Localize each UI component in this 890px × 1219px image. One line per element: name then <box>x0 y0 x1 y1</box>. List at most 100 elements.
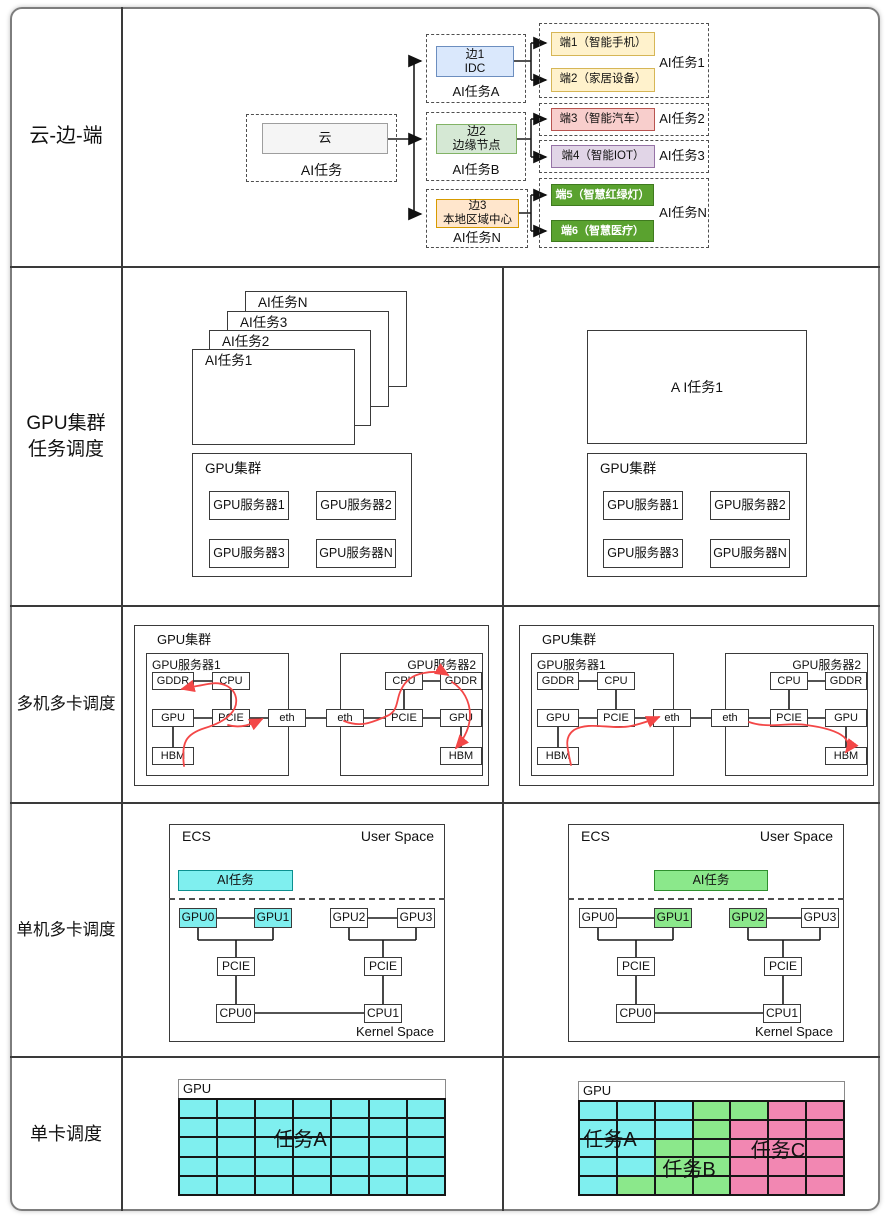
mm-cluster-right: GPU集群 <box>519 625 874 786</box>
end-group-n-label: AI任务N <box>659 205 707 221</box>
gpu-grid-cell <box>579 1101 617 1120</box>
gpu-grid-cell <box>692 1101 731 1120</box>
eth-chip: eth <box>653 709 691 727</box>
edge-group-c-label: AI任务N <box>453 230 501 246</box>
gpu-grid-cell <box>654 1138 693 1158</box>
gpu-grid-cell <box>255 1175 293 1195</box>
pcie-chip: PCIE <box>212 709 250 727</box>
gpu-chip: GPU <box>537 709 579 727</box>
gpu-grid-cell <box>616 1119 655 1139</box>
task-a-label-right: 任务A <box>583 1128 637 1151</box>
gpu-grid-cell <box>255 1156 293 1176</box>
gpu-grid-cell <box>654 1176 693 1195</box>
gpu-grid-cell <box>692 1119 731 1139</box>
edge2-box: 边2 边缘节点 <box>436 124 517 154</box>
gpu-grid-right <box>578 1100 845 1196</box>
gpu-grid-cell <box>579 1157 617 1177</box>
edge3-title: 边3 <box>468 200 487 213</box>
cpu-chip: CPU <box>385 672 423 690</box>
row-divider-1 <box>10 266 880 268</box>
cloud-group-label: AI任务 <box>300 161 343 178</box>
gpu-grid-cell <box>369 1156 407 1176</box>
gpu-grid-cell <box>806 1101 844 1120</box>
gpu-grid-cell <box>768 1138 807 1158</box>
gpu-grid-cell <box>407 1137 445 1157</box>
gpu-grid-cell <box>654 1119 693 1139</box>
gpu-chip: GPU <box>440 709 482 727</box>
gpu3-left: GPU3 <box>397 908 435 928</box>
gddr-chip: GDDR <box>537 672 579 690</box>
row-divider-3 <box>10 802 880 804</box>
eth-chip: eth <box>711 709 749 727</box>
gpu-grid-cell <box>806 1119 844 1139</box>
row-header-single-card: 单卡调度 <box>30 1124 102 1145</box>
task-c-label-right: 任务C <box>750 1139 806 1162</box>
gpu-grid-cell <box>806 1138 844 1158</box>
cpu-chip: CPU <box>597 672 635 690</box>
task-card-1: AI任务1 <box>192 349 355 445</box>
pcie-chip: PCIE <box>770 709 808 727</box>
end1-box: 端1（智能手机） <box>551 32 655 56</box>
gpu-grid-cell <box>654 1101 693 1120</box>
gpu3-right: GPU3 <box>801 908 839 928</box>
gpu1-right: GPU1 <box>654 908 692 928</box>
gpu2-left: GPU2 <box>330 908 368 928</box>
kernel-space-right-label: Kernel Space <box>754 1024 833 1039</box>
gpu-grid-cell <box>331 1175 369 1195</box>
gpu-grid-cell <box>179 1099 217 1119</box>
kernel-space-left-label: Kernel Space <box>355 1024 434 1039</box>
gpu-grid-left <box>178 1098 446 1196</box>
hbm-chip: HBM <box>825 747 867 765</box>
gpu0-left: GPU0 <box>179 908 217 928</box>
gpu-grid-cell <box>369 1099 407 1119</box>
gpu-grid-cell <box>806 1176 844 1195</box>
gpu-chip: GPU <box>152 709 194 727</box>
task-card-3-label: AI任务3 <box>240 315 288 330</box>
gpu-cluster-left: GPU集群 <box>192 453 412 577</box>
gddr-chip: GDDR <box>152 672 194 690</box>
gpu-grid-cell <box>369 1175 407 1195</box>
end-group-1-label: AI任务1 <box>659 55 705 71</box>
row-header-gpu-cluster-line2: 任务调度 <box>27 438 104 460</box>
gddr-chip: GDDR <box>825 672 867 690</box>
edge3-box: 边3 本地区域中心 <box>436 199 519 228</box>
user-space-left-label: User Space <box>360 828 434 844</box>
gpu-grid-cell <box>407 1118 445 1138</box>
row-header-cloud-edge-end: 云-边-端 <box>29 125 103 147</box>
gpu-grid-cell <box>179 1175 217 1195</box>
gpu-grid-cell <box>255 1118 293 1138</box>
gpu-grid-cell <box>331 1156 369 1176</box>
mm-server1-right-title: GPU服务器1 <box>537 658 606 672</box>
gpu-grid-cell <box>616 1138 655 1158</box>
gpu-cluster-left-title: GPU集群 <box>205 461 262 476</box>
pcie-left-1: PCIE <box>217 957 255 976</box>
edge1-title: 边1 <box>465 46 485 61</box>
cpu-chip: CPU <box>770 672 808 690</box>
gpu-grid-cell <box>217 1137 255 1157</box>
gpu-grid-cell <box>407 1099 445 1119</box>
gpu-server-2-right: GPU服务器2 <box>710 491 790 520</box>
mm-cluster-left: GPU集群 <box>134 625 489 786</box>
ai-task-right: AI任务 <box>654 870 768 891</box>
gpu-grid-cell <box>369 1137 407 1157</box>
ecs-right-title: ECS <box>581 828 610 844</box>
gpu-grid-cell <box>730 1119 769 1139</box>
gpu-cluster-right: GPU集群 <box>587 453 807 577</box>
gpu1-left: GPU1 <box>254 908 292 928</box>
gpu-grid-cell <box>579 1176 617 1195</box>
panel-divider <box>502 266 504 1211</box>
hbm-chip: HBM <box>440 747 482 765</box>
end5-box: 端5（智慧红绿灯） <box>551 184 654 206</box>
mm-server1-left-title: GPU服务器1 <box>152 658 221 672</box>
gpu-grid-cell <box>768 1101 807 1120</box>
gddr-chip: GDDR <box>440 672 482 690</box>
ecs-right: ECS User Space Kernel Space <box>568 824 844 1042</box>
gpu-grid-cell <box>217 1175 255 1195</box>
edge2-subtitle: 边缘节点 <box>452 138 501 152</box>
edge-group-a-label: AI任务A <box>452 84 500 100</box>
ai-task-left: AI任务 <box>178 870 293 891</box>
gpu-grid-cell <box>579 1138 617 1158</box>
gpu0-right: GPU0 <box>579 908 617 928</box>
gpu-grid-cell <box>179 1137 217 1157</box>
